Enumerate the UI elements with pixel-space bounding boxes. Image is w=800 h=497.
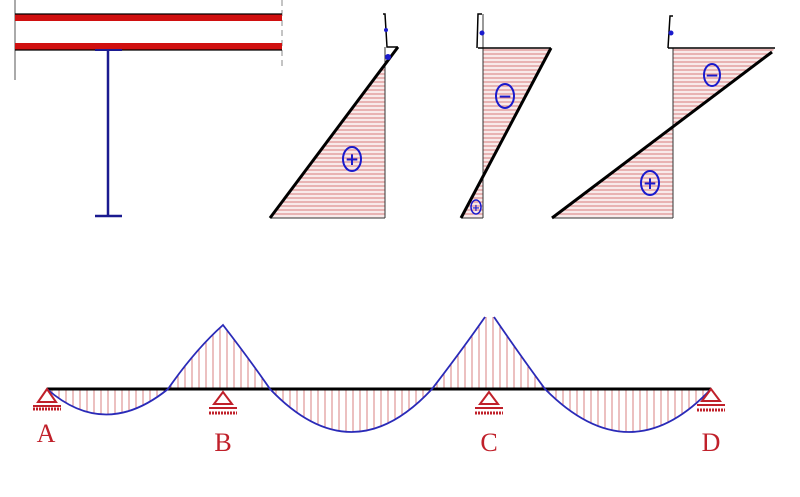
minus-sign-circle: [495, 83, 515, 109]
continuous-beam-moment-diagram: A B C D: [33, 316, 725, 457]
stress-diagram-2: − +: [459, 13, 553, 219]
support-b: B: [209, 390, 237, 457]
sign-label: −: [498, 87, 512, 107]
top-flange-upper: [15, 14, 282, 21]
sign-label: +: [472, 203, 480, 214]
plus-sign-circle: [342, 146, 362, 172]
plus-sign-circle: [470, 199, 482, 215]
support-d: D: [697, 387, 725, 457]
moment-curve: [46, 316, 712, 433]
stress-diagram-1: +: [268, 13, 400, 219]
sign-label: −: [705, 66, 719, 86]
beam-cross-section: [14, 0, 283, 218]
plus-sign-circle: [640, 170, 660, 196]
support-a: A: [33, 387, 61, 448]
moment-hatching: [47, 317, 711, 432]
top-flange-lower: [15, 43, 282, 50]
sign-label: +: [345, 150, 359, 170]
support-label: D: [702, 428, 721, 457]
sign-label: +: [643, 174, 657, 194]
minus-sign-circle: [703, 63, 721, 87]
support-label: A: [37, 419, 56, 448]
support-c: C: [475, 390, 503, 457]
support-label: B: [214, 428, 231, 457]
stress-diagram-3: − +: [551, 15, 775, 220]
support-label: C: [480, 428, 497, 457]
